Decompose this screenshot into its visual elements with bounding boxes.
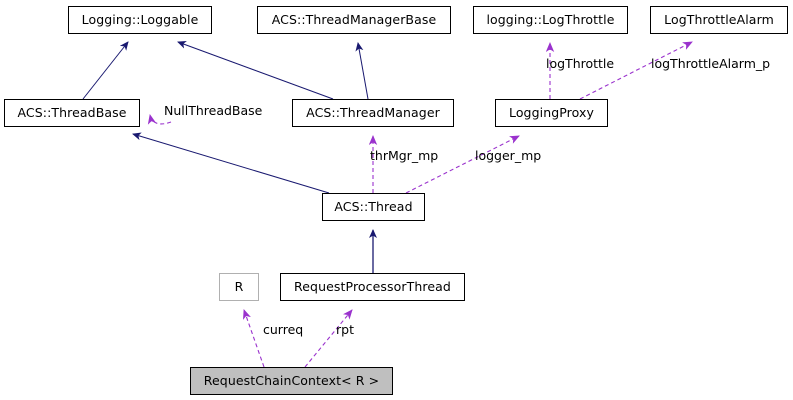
class-node-label: logging::LogThrottle	[486, 11, 615, 27]
edge-label-thrmgr-mp: thrMgr_mp	[370, 148, 439, 163]
class-node-label: LogThrottleAlarm	[664, 11, 774, 27]
edge-thread-uses-loggingproxy	[405, 135, 520, 194]
edge-label-logger-mp: logger_mp	[475, 148, 542, 163]
class-node-acs-threadbase[interactable]: ACS::ThreadBase	[4, 99, 140, 127]
class-node-label: ACS::ThreadManagerBase	[271, 11, 437, 27]
class-node-label: R	[234, 278, 244, 294]
edge-label-nullthreadbase: NullThreadBase	[164, 103, 263, 118]
class-node-label: LoggingProxy	[508, 104, 595, 120]
edge-nullthreadbase-uses-threadbase	[147, 114, 172, 125]
class-node-label: RequestChainContext< R >	[203, 372, 380, 388]
class-node-loggingproxy[interactable]: LoggingProxy	[495, 99, 608, 127]
class-node-logging-logthrottle[interactable]: logging::LogThrottle	[473, 6, 628, 34]
class-node-acs-threadmanagerbase[interactable]: ACS::ThreadManagerBase	[257, 6, 451, 34]
class-node-requestchaincontext[interactable]: RequestChainContext< R >	[190, 367, 393, 395]
edge-threadbase-inherits-loggable	[82, 41, 129, 100]
edge-label-logthrottlealarm-p: logThrottleAlarm_p	[651, 56, 771, 71]
class-node-label: Logging::Loggable	[81, 11, 199, 27]
edge-thread-inherits-threadbase	[132, 132, 330, 194]
class-node-r-template-parameter[interactable]: R	[219, 273, 259, 301]
class-node-label: ACS::ThreadManager	[306, 104, 440, 120]
class-node-logging-loggable[interactable]: Logging::Loggable	[68, 6, 212, 34]
edge-label-logthrottle: logThrottle	[546, 56, 615, 71]
class-node-logthrottlealarm[interactable]: LogThrottleAlarm	[650, 6, 788, 34]
class-node-acs-threadmanager[interactable]: ACS::ThreadManager	[292, 99, 454, 127]
edge-context-uses-rpt	[304, 309, 353, 368]
class-node-label: ACS::Thread	[334, 198, 413, 214]
class-node-requestprocessorthread[interactable]: RequestProcessorThread	[280, 273, 465, 301]
class-node-label: RequestProcessorThread	[294, 278, 451, 294]
edge-threadmanager-inherits-threadmanagerbase	[355, 42, 369, 100]
edge-label-curreq: curreq	[263, 322, 304, 337]
edge-threadmanager-inherits-loggable	[177, 41, 334, 100]
edge-label-rpt: rpt	[336, 322, 354, 337]
edge-context-uses-r	[243, 309, 265, 368]
class-node-acs-thread[interactable]: ACS::Thread	[322, 193, 425, 221]
class-node-label: ACS::ThreadBase	[17, 104, 127, 120]
